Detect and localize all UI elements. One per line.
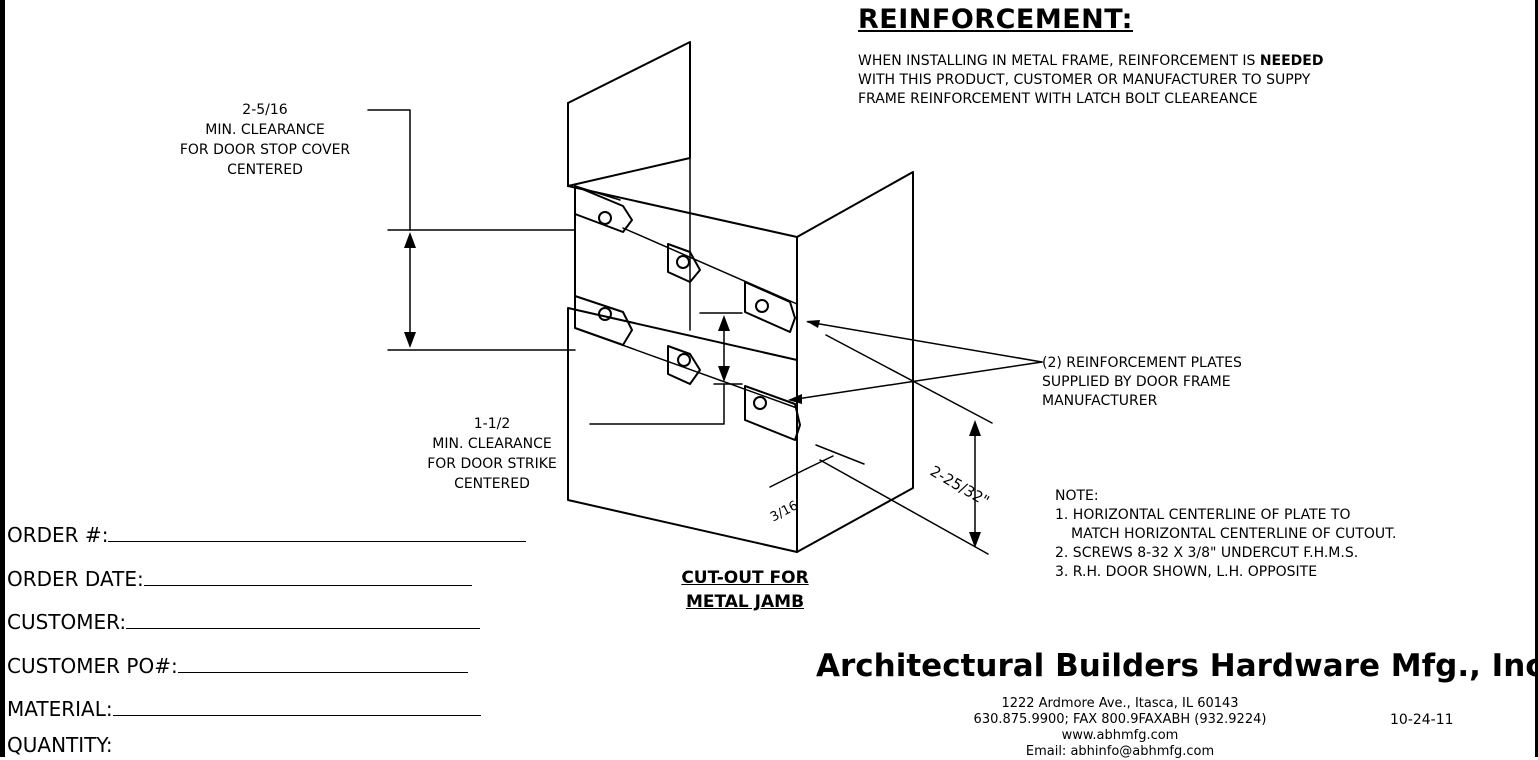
dim-top-value: 2-5/16 bbox=[242, 102, 288, 118]
note-3: 3. R.H. DOOR SHOWN, L.H. OPPOSITE bbox=[1055, 564, 1318, 580]
material-line[interactable] bbox=[112, 695, 481, 716]
plates-label-line1: (2) REINFORCEMENT PLATES bbox=[1042, 355, 1242, 371]
reinforcement-title: REINFORCEMENT: bbox=[858, 4, 1133, 35]
dim-bottom-label: 1-1/2 MIN. CLEARANCE FOR DOOR STRIKE CEN… bbox=[392, 414, 592, 494]
dim-bottom-value: 1-1/2 bbox=[473, 416, 511, 432]
material-field[interactable]: MATERIAL: bbox=[7, 695, 481, 721]
caption-line2: METAL JAMB bbox=[685, 592, 805, 612]
dim-top-line2: MIN. CLEARANCE bbox=[205, 122, 325, 138]
drawing-caption: CUT-OUT FOR METAL JAMB bbox=[650, 566, 840, 614]
upper-plate bbox=[574, 185, 633, 233]
company-email: Email: abhinfo@abhmfg.com bbox=[1025, 744, 1215, 759]
dim-bottom-line4: CENTERED bbox=[454, 476, 530, 492]
jamb-top-flange bbox=[567, 41, 691, 187]
sheet-border-left bbox=[0, 0, 5, 757]
reinforcement-text: WHEN INSTALLING IN METAL FRAME, REINFORC… bbox=[858, 52, 1323, 109]
company-address-block: 1222 Ardmore Ave., Itasca, IL 60143 630.… bbox=[920, 696, 1320, 760]
material-label: MATERIAL: bbox=[7, 697, 113, 721]
order-date-label: ORDER DATE: bbox=[7, 567, 144, 591]
customer-po-field[interactable]: CUSTOMER PO#: bbox=[7, 652, 468, 678]
plates-label: (2) REINFORCEMENT PLATES SUPPLIED BY DOO… bbox=[1042, 354, 1242, 411]
dim-top-label: 2-5/16 MIN. CLEARANCE FOR DOOR STOP COVE… bbox=[160, 100, 370, 180]
revision-date: 10-24-11 bbox=[1390, 712, 1454, 728]
order-number-label: ORDER #: bbox=[7, 523, 109, 547]
plates-label-line3: MANUFACTURER bbox=[1042, 393, 1158, 409]
note-2: 2. SCREWS 8-32 X 3/8" UNDERCUT F.H.M.S. bbox=[1055, 545, 1359, 561]
dim-top-leader bbox=[367, 109, 411, 231]
plates-label-line2: SUPPLIED BY DOOR FRAME bbox=[1042, 374, 1231, 390]
order-date-line[interactable] bbox=[143, 565, 472, 586]
dim-top-line4: CENTERED bbox=[227, 162, 303, 178]
company-address: 1222 Ardmore Ave., Itasca, IL 60143 bbox=[1001, 696, 1239, 711]
order-number-field[interactable]: ORDER #: bbox=[7, 521, 527, 547]
jamb-bottom-face bbox=[567, 307, 798, 553]
order-number-line[interactable] bbox=[108, 521, 527, 542]
plates-leader bbox=[807, 321, 1043, 363]
customer-po-label: CUSTOMER PO#: bbox=[7, 654, 178, 678]
dim-bottom-line2: MIN. CLEARANCE bbox=[432, 436, 552, 452]
dim-bottom-leader bbox=[589, 383, 725, 425]
dim-top-line3: FOR DOOR STOP COVER bbox=[179, 142, 351, 158]
reinforcement-line3: FRAME REINFORCEMENT WITH LATCH BOLT CLEA… bbox=[858, 91, 1258, 107]
lower-plate bbox=[574, 295, 633, 346]
customer-field[interactable]: CUSTOMER: bbox=[7, 608, 481, 634]
reinforcement-line1: WHEN INSTALLING IN METAL FRAME, REINFORC… bbox=[858, 53, 1260, 69]
reinforcement-needed: NEEDED bbox=[1259, 53, 1324, 69]
note-1: 1. HORIZONTAL CENTERLINE OF PLATE TO bbox=[1055, 507, 1351, 523]
caption-line1: CUT-OUT FOR bbox=[681, 568, 809, 588]
note-1-cont: MATCH HORIZONTAL CENTERLINE OF CUTOUT. bbox=[1071, 526, 1397, 542]
quantity-field[interactable]: QUANTITY: bbox=[7, 733, 113, 757]
customer-label: CUSTOMER: bbox=[7, 610, 127, 634]
reinforcement-line2: WITH THIS PRODUCT, CUSTOMER OR MANUFACTU… bbox=[858, 72, 1311, 88]
sheet-border-right bbox=[1535, 0, 1538, 757]
jamb-right-wall bbox=[796, 171, 914, 553]
customer-line[interactable] bbox=[126, 608, 481, 629]
customer-po-line[interactable] bbox=[177, 652, 468, 673]
company-name: Architectural Builders Hardware Mfg., In… bbox=[816, 648, 1538, 684]
dim-bottom-line3: FOR DOOR STRIKE bbox=[427, 456, 557, 472]
company-phone: 630.875.9900; FAX 800.9FAXABH (932.9224) bbox=[973, 712, 1267, 727]
notes-heading: NOTE: bbox=[1055, 488, 1099, 504]
order-date-field[interactable]: ORDER DATE: bbox=[7, 565, 472, 591]
notes-block: NOTE: 1. HORIZONTAL CENTERLINE OF PLATE … bbox=[1055, 487, 1396, 582]
company-website: www.abhmfg.com bbox=[1061, 728, 1179, 743]
quantity-label: QUANTITY: bbox=[7, 733, 113, 757]
